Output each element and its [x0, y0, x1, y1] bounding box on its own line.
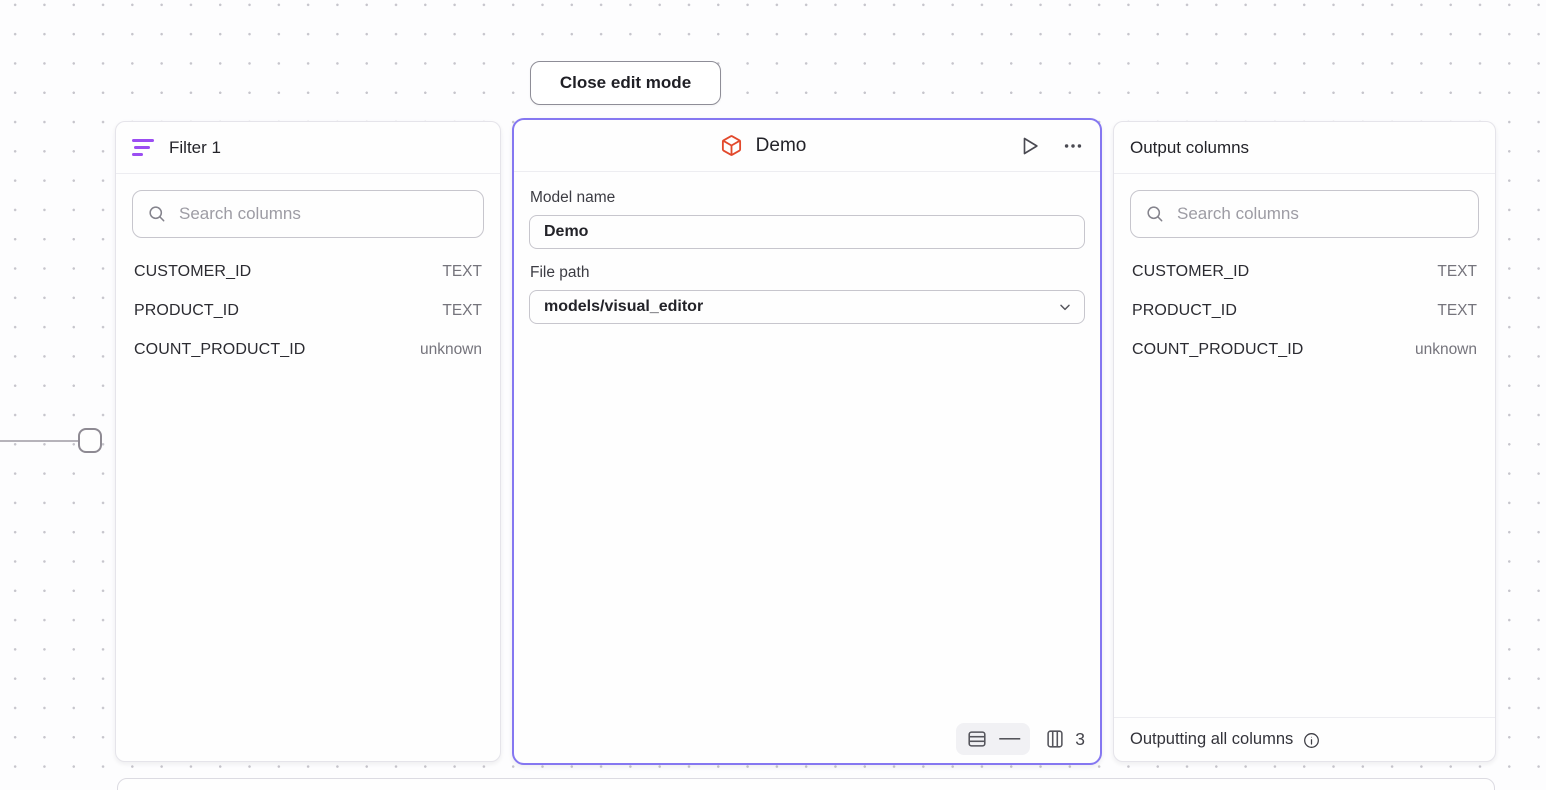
output-panel-title: Output columns: [1130, 137, 1250, 157]
column-name: CUSTOMER_ID: [134, 262, 252, 280]
edge-connector-line: [0, 440, 79, 442]
filter-panel-title: Filter 1: [169, 137, 221, 157]
output-search-input[interactable]: [1177, 204, 1464, 224]
column-type: TEXT: [1437, 301, 1477, 319]
filter-column-list: CUSTOMER_ID TEXT PRODUCT_ID TEXT COUNT_P…: [116, 246, 500, 369]
model-name-label: Model name: [530, 189, 616, 206]
rows-icon: [966, 728, 988, 750]
column-count-value: 3: [1075, 728, 1085, 749]
column-count-stat[interactable]: 3: [1044, 728, 1085, 750]
play-icon: [1019, 135, 1041, 157]
file-path-select[interactable]: models/visual_editor: [529, 290, 1085, 324]
column-type: unknown: [1414, 340, 1477, 358]
file-path-label: File path: [530, 264, 590, 281]
ellipsis-icon: [1062, 135, 1084, 157]
column-name: CUSTOMER_ID: [1132, 262, 1250, 280]
column-row[interactable]: COUNT_PRODUCT_ID unknown: [1117, 330, 1492, 369]
columns-icon: [1044, 728, 1066, 750]
output-columns-panel[interactable]: Output columns CUSTOMER_ID TEXT PRODUCT_…: [1113, 121, 1496, 762]
run-model-button[interactable]: [1017, 133, 1043, 159]
output-panel-header: Output columns: [1114, 122, 1495, 174]
filter-node-panel[interactable]: Filter 1 CUSTOMER_ID TEXT PRODUCT_ID TEX…: [115, 121, 501, 762]
info-icon[interactable]: [1302, 731, 1321, 750]
column-type: TEXT: [442, 301, 482, 319]
close-edit-mode-button[interactable]: Close edit mode: [530, 61, 721, 105]
column-name: PRODUCT_ID: [1132, 301, 1238, 319]
model-panel-header: Demo: [514, 120, 1100, 172]
search-icon: [1145, 204, 1165, 224]
filter-search-input[interactable]: [179, 204, 469, 224]
output-panel-footer: Outputting all columns: [1114, 717, 1495, 761]
more-options-button[interactable]: [1060, 133, 1086, 159]
model-panel-title: Demo: [755, 134, 807, 156]
column-type: TEXT: [1437, 262, 1477, 280]
column-row[interactable]: CUSTOMER_ID TEXT: [119, 252, 497, 291]
model-name-input[interactable]: [529, 215, 1085, 249]
output-footer-text: Outputting all columns: [1130, 730, 1294, 748]
column-type: TEXT: [442, 262, 482, 280]
output-search-box[interactable]: [1130, 190, 1479, 238]
row-count-value: —: [999, 726, 1021, 749]
filter-icon: [132, 139, 154, 156]
chevron-down-icon: [1057, 299, 1073, 315]
filter-panel-header: Filter 1: [116, 122, 500, 174]
bottom-node-panel[interactable]: [117, 778, 1495, 790]
row-count-stat[interactable]: —: [956, 723, 1031, 755]
column-name: COUNT_PRODUCT_ID: [134, 340, 306, 358]
column-row[interactable]: PRODUCT_ID TEXT: [1117, 291, 1492, 330]
model-node-panel-selected[interactable]: Demo: [512, 118, 1102, 765]
column-row[interactable]: COUNT_PRODUCT_ID unknown: [119, 330, 497, 369]
edge-connector-handle[interactable]: [78, 428, 102, 453]
search-icon: [147, 204, 167, 224]
column-type: unknown: [419, 340, 482, 358]
column-row[interactable]: CUSTOMER_ID TEXT: [1117, 252, 1492, 291]
cube-icon: [720, 134, 743, 157]
column-name: PRODUCT_ID: [134, 301, 240, 319]
column-row[interactable]: PRODUCT_ID TEXT: [119, 291, 497, 330]
column-name: COUNT_PRODUCT_ID: [1132, 340, 1304, 358]
model-panel-footer-stats: — 3: [956, 723, 1085, 755]
output-column-list: CUSTOMER_ID TEXT PRODUCT_ID TEXT COUNT_P…: [1114, 246, 1495, 369]
filter-search-box[interactable]: [132, 190, 484, 238]
